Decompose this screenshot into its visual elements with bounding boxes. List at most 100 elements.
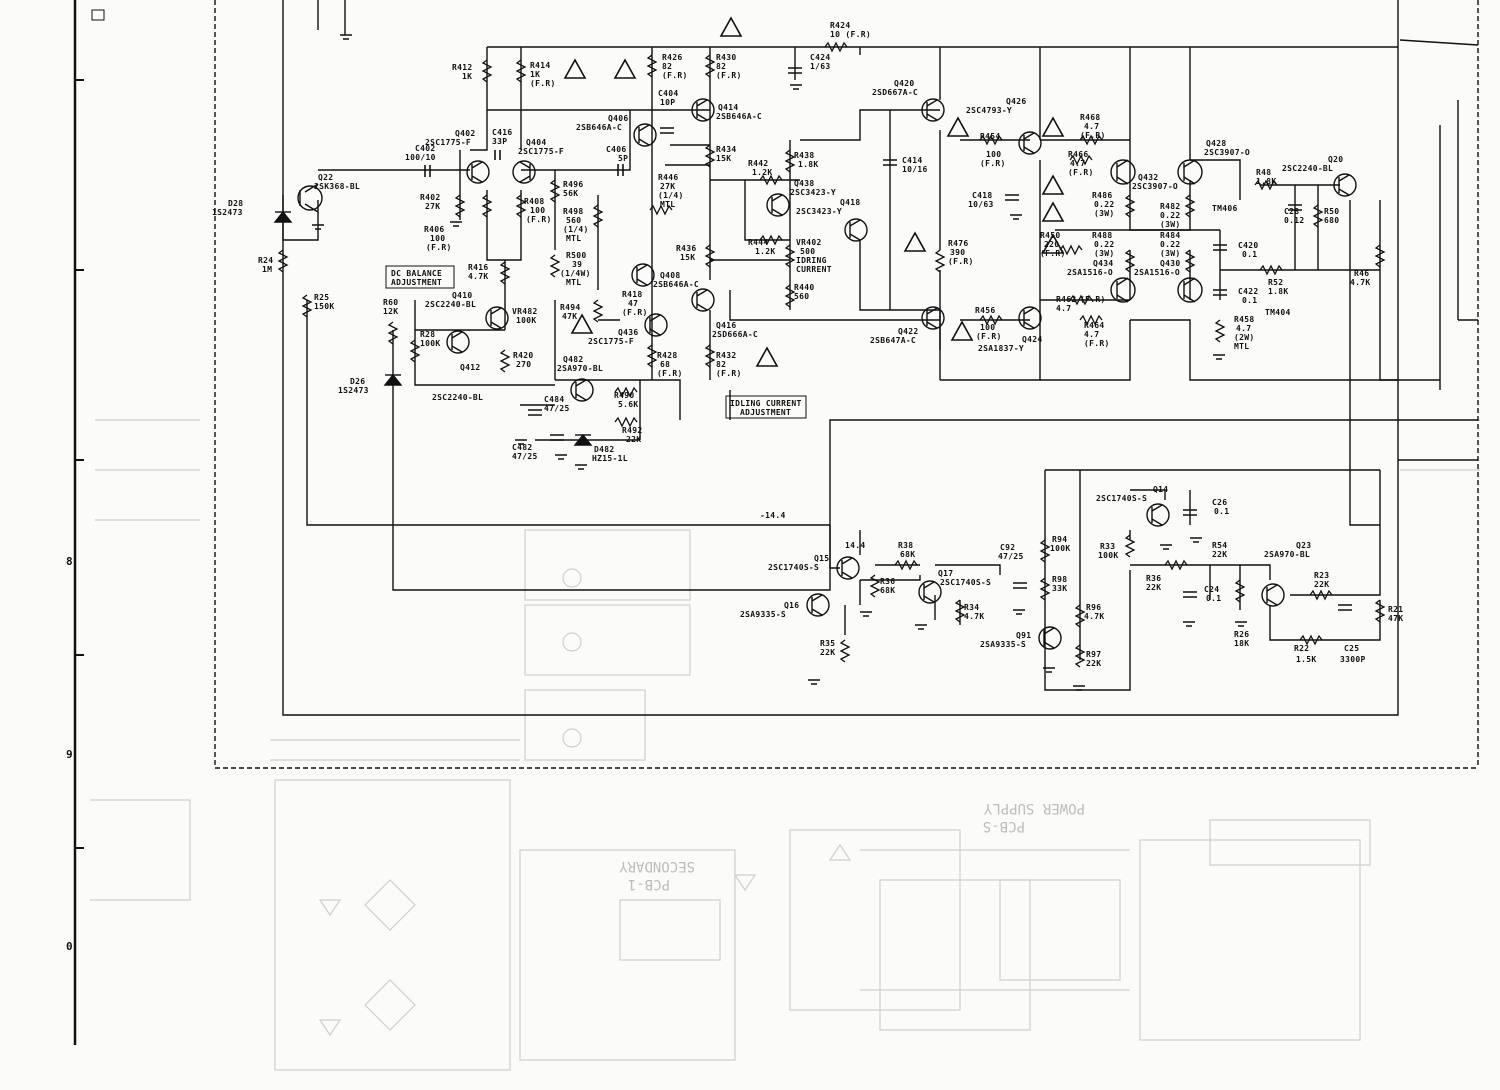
r486-val: 0.22 xyxy=(1094,200,1114,209)
r420-ref: R420 xyxy=(513,351,533,360)
q424 xyxy=(1018,306,1042,330)
r490-ref: R490 xyxy=(614,391,634,400)
c28-val: 0.12 xyxy=(1284,216,1304,225)
c92-val: 47/25 xyxy=(998,552,1024,561)
r488-ref: R488 xyxy=(1092,231,1112,240)
r22-val: 1.5K xyxy=(1296,655,1316,664)
q482 xyxy=(570,378,594,402)
r36b-ref: R36 xyxy=(1146,574,1161,583)
r33-ref: R33 xyxy=(1100,542,1115,551)
r402-ref: R402 xyxy=(420,193,440,202)
vr402-val: 500 xyxy=(800,247,815,256)
q412-ref: Q412 xyxy=(460,363,480,372)
r438-ref: R438 xyxy=(794,151,814,160)
q404-val: 2SC1775-F xyxy=(518,147,564,156)
c404-val: 10P xyxy=(660,98,675,107)
q438 xyxy=(766,193,790,217)
r496-val: 56K xyxy=(563,189,578,198)
net-pos-label: 14.4 xyxy=(845,541,865,550)
q482-val: 2SA970-BL xyxy=(557,364,603,373)
q420 xyxy=(921,98,945,122)
q16-val: 2SA9335-S xyxy=(740,610,786,619)
diode-symbols xyxy=(273,210,593,446)
r486-ref: R486 xyxy=(1092,191,1112,200)
q416-ref: Q416 xyxy=(716,321,736,330)
r464-fr: (F.R) xyxy=(1084,339,1110,348)
q426 xyxy=(1018,131,1042,155)
q410-val: 2SC2240-BL xyxy=(425,300,476,309)
r486-w: (3W) xyxy=(1094,209,1114,218)
r450-fr: (F.R) xyxy=(1040,249,1066,258)
q430-ref: Q430 xyxy=(1160,259,1180,268)
r430-ref: R430 xyxy=(716,53,736,62)
r450-val: 220 xyxy=(1044,240,1059,249)
r26-val: 18K xyxy=(1234,639,1249,648)
q420-val: 2SD667A-C xyxy=(872,88,918,97)
r98-ref: R98 xyxy=(1052,575,1067,584)
r24-ref: R24 xyxy=(258,256,273,265)
r466-fr: (F.R) xyxy=(1068,168,1094,177)
r35-ref: R35 xyxy=(820,639,835,648)
r482-w: (3W) xyxy=(1160,220,1180,229)
q23 xyxy=(1261,583,1285,607)
q16 xyxy=(806,593,830,617)
r464-val: 4.7 xyxy=(1084,330,1099,339)
q91-ref: Q91 xyxy=(1016,631,1031,640)
r446-val: 27K xyxy=(660,182,675,191)
q410 xyxy=(485,306,509,330)
c482-val: 47/25 xyxy=(512,452,538,461)
q434 xyxy=(1110,277,1136,303)
r46-ref: R46 xyxy=(1354,269,1369,278)
r406-fr: (F.R) xyxy=(426,243,452,252)
r482-val: 0.22 xyxy=(1160,211,1180,220)
r36-val: 68K xyxy=(880,586,895,595)
r426-ref: R426 xyxy=(662,53,682,62)
q436-val: 2SC1775-F xyxy=(588,337,634,346)
q17 xyxy=(918,580,942,604)
d28-val: 1S2473 xyxy=(212,208,243,217)
r418-val: 47 xyxy=(628,299,638,308)
r490-val: 5.6K xyxy=(618,400,638,409)
r468-fr: (F.R) xyxy=(1080,131,1106,140)
edge-mark-a: 9 xyxy=(66,748,73,761)
r444-ref: R444 xyxy=(748,238,768,247)
q410-ref: Q410 xyxy=(452,291,472,300)
d26-ref: D26 xyxy=(350,377,365,386)
q17-val: 2SC1740S-S xyxy=(940,578,991,587)
c28-ref: C28 xyxy=(1284,207,1299,216)
faded-background-schematic xyxy=(90,419,1480,1071)
svg-text:R464.7K: R464.7K xyxy=(1350,269,1370,287)
r34-ref: R34 xyxy=(964,603,979,612)
c406-ref: C406 xyxy=(606,145,626,154)
dc-balance-label-2: ADJUSTMENT xyxy=(391,278,442,287)
